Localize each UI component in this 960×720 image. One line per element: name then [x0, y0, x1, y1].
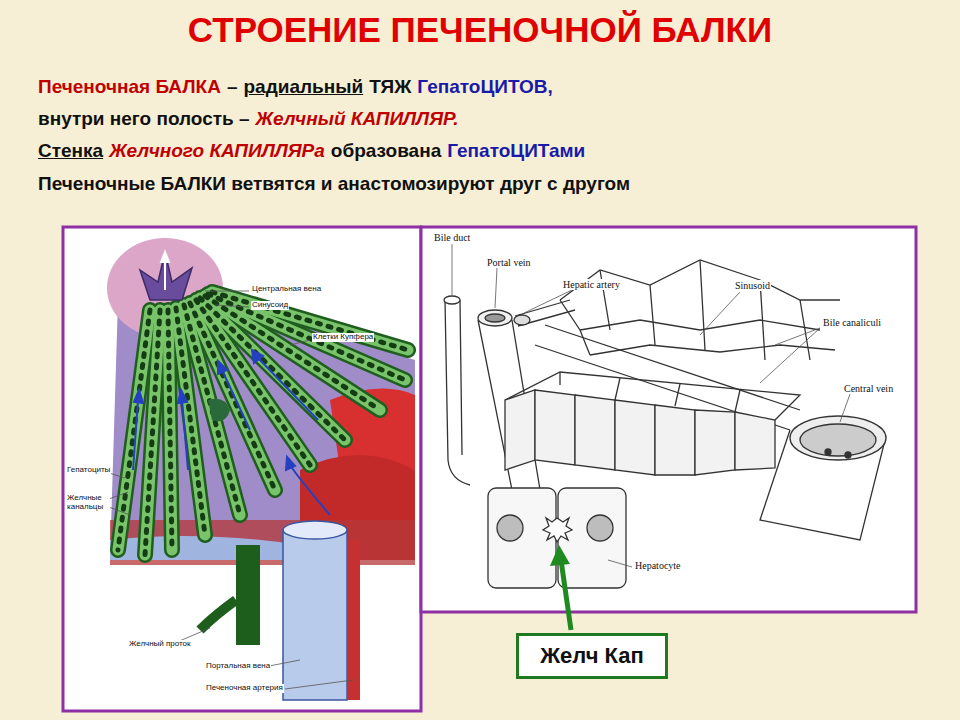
- part-label: Sinusoid: [734, 280, 771, 291]
- definition-line: внутри него полость – Желчный КАПИЛЛЯР.: [38, 108, 465, 130]
- definition-text: Печеночные БАЛКИ ветвятся и анастомозиру…: [38, 173, 630, 195]
- part-label: Клетки Купфера: [312, 333, 374, 342]
- part-label: Hepatic artery: [562, 279, 621, 290]
- left-panel: [63, 227, 421, 711]
- lobule-drawing: [106, 238, 415, 700]
- definition-text: внутри него полость –: [38, 108, 250, 130]
- part-label: Bile canaliculi: [822, 317, 882, 328]
- part-label: Bile duct: [433, 232, 471, 243]
- pointer-arrow: [550, 545, 571, 630]
- definition-text: ГепатоЦИТОВ,: [417, 76, 553, 98]
- definition-text: ГепатоЦИТами: [447, 140, 585, 162]
- part-label: Гепатоциты: [66, 466, 111, 475]
- definition-text: ТЯЖ: [369, 76, 411, 98]
- definition-text: –: [227, 76, 238, 98]
- part-label: Желчные канальцы: [66, 494, 110, 512]
- part-label: Portal vein: [486, 257, 532, 268]
- definition-text: образована: [331, 140, 441, 162]
- part-label: Central vein: [843, 383, 894, 394]
- part-label: Желчный проток: [128, 640, 192, 649]
- right-panel: [421, 227, 916, 612]
- part-label: Печеночная артерия: [205, 684, 284, 693]
- definition-text: Желчный КАПИЛЛЯР.: [256, 108, 459, 130]
- lobule-3d-sketch: [444, 244, 886, 588]
- part-label: Портальная вена: [205, 662, 271, 671]
- box-text: Желч Кап: [540, 643, 644, 669]
- definition-text: Стенка: [38, 140, 103, 162]
- definition-line: Печеночная БАЛКА–радиальныйТЯЖ ГепатоЦИТО…: [38, 76, 559, 98]
- definition-line: Печеночные БАЛКИ ветвятся и анастомозиру…: [38, 173, 636, 195]
- definition-text: радиальный: [244, 76, 364, 98]
- part-label: Центральная вена: [251, 285, 322, 294]
- part-label: Синусоид: [251, 301, 289, 310]
- label-box: Желч Кап: [516, 633, 668, 679]
- part-label: Hepatocyte: [634, 560, 682, 571]
- slide-title: СТРОЕНИЕ ПЕЧЕНОЧНОЙ БАЛКИ: [0, 10, 960, 50]
- definition-text: Печеночная БАЛКА: [38, 76, 221, 98]
- definition-line: Стенка Желчного КАПИЛЛЯРа образована Гепато…: [38, 140, 591, 162]
- definition-text: Желчного КАПИЛЛЯРа: [109, 140, 325, 162]
